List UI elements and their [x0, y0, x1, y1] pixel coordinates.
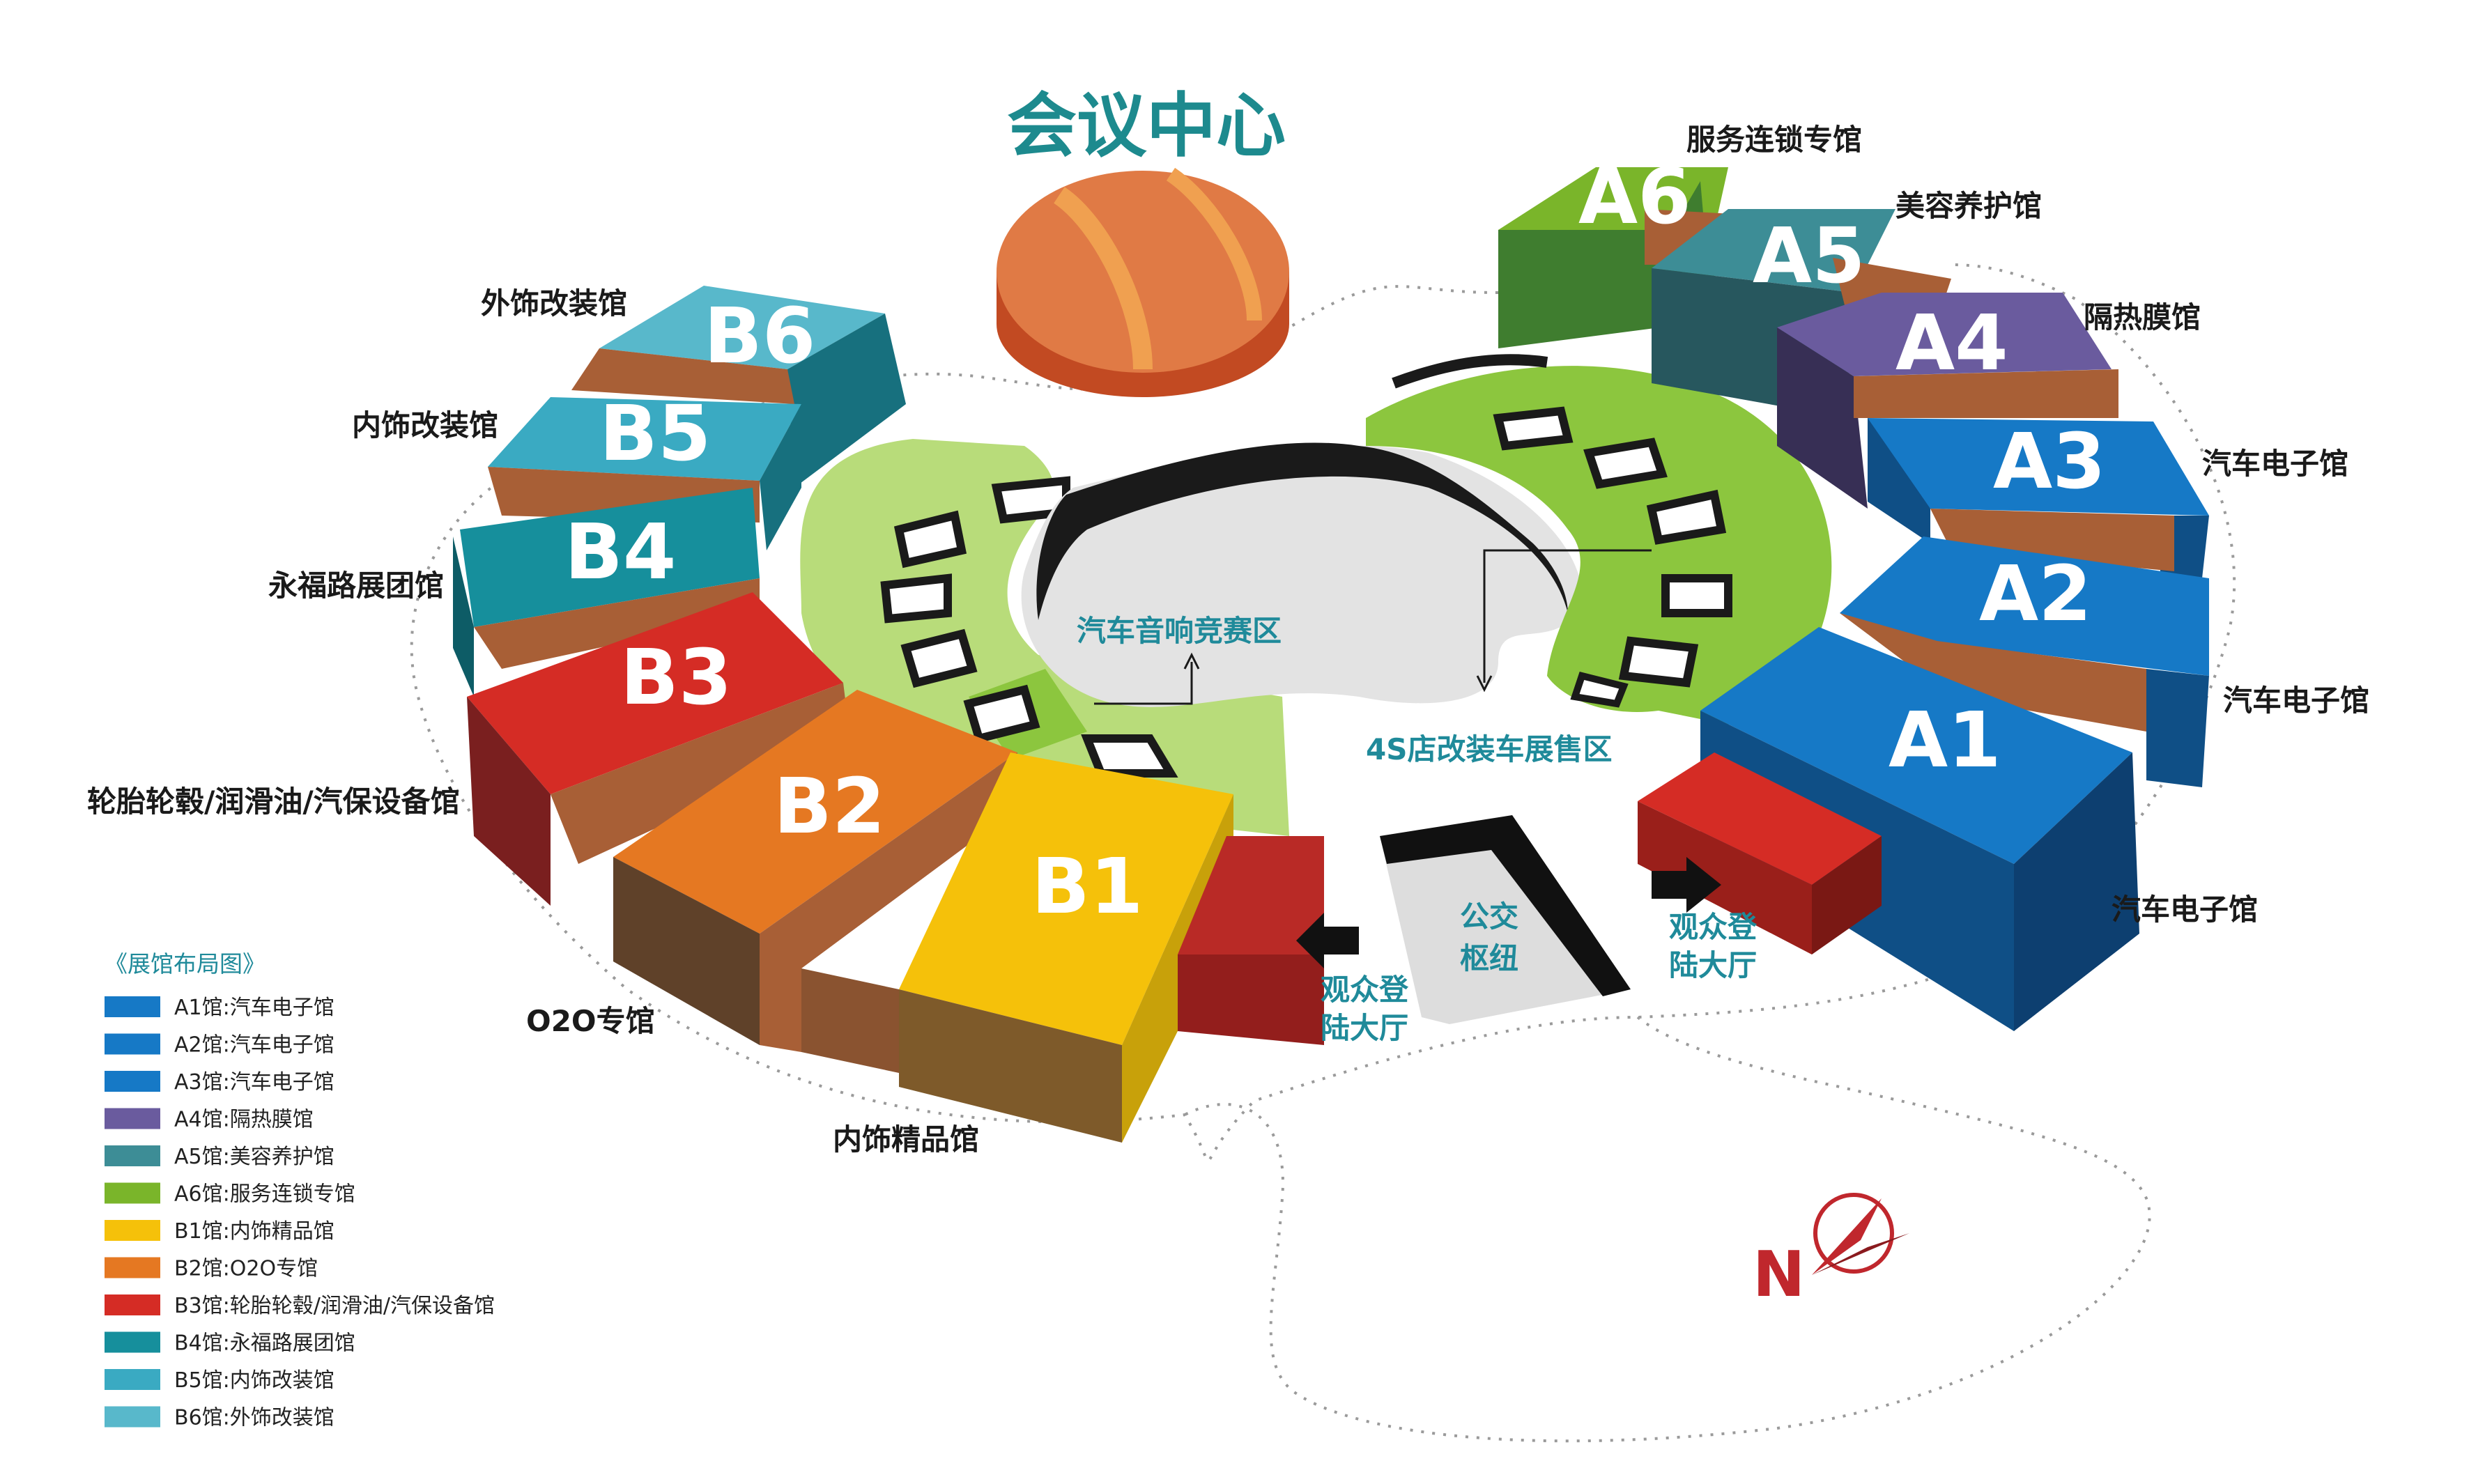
legend-swatch — [105, 1294, 160, 1315]
hall-a4-label: 隔热膜馆 — [2084, 300, 2201, 334]
hall-b6-code: B6 — [704, 291, 815, 380]
compass-letter: N — [1753, 1238, 1805, 1311]
legend-swatch — [105, 1407, 160, 1428]
hall-a1-code: A1 — [1889, 695, 2001, 784]
hall-b5-code: B5 — [599, 389, 711, 478]
hall-b1-code: B1 — [1031, 842, 1143, 931]
hall-b3-label: 轮胎轮毂/润滑油/汽保设备馆 — [87, 784, 460, 819]
hall-b6-label: 外饰改装馆 — [481, 286, 627, 320]
audio-zone-label: 汽车音响竞赛区 — [1077, 614, 1282, 648]
hall-b4-code: B4 — [564, 507, 676, 596]
bus-hub-label-1: 公交 — [1460, 899, 1518, 934]
legend-swatch — [105, 1220, 160, 1241]
legend-label: A5馆:美容养护馆 — [174, 1145, 334, 1169]
lobby-left-label-1: 观众登 — [1321, 973, 1409, 1007]
lobby-right-label-2: 陆大厅 — [1669, 948, 1757, 982]
legend-label: A6馆:服务连锁专馆 — [174, 1182, 355, 1207]
legend-label: A1馆:汽车电子馆 — [174, 996, 334, 1020]
lobby-left-label-2: 陆大厅 — [1321, 1011, 1408, 1045]
hall-b1-label: 内饰精品馆 — [833, 1122, 979, 1157]
hall-a4-code: A4 — [1895, 298, 2008, 387]
hall-a6-code: A6 — [1578, 152, 1691, 241]
hall-b3-code: B3 — [620, 633, 732, 722]
meeting-center — [997, 171, 1289, 397]
compass: N — [1753, 1195, 1909, 1311]
hall-a1-label: 汽车电子馆 — [2112, 892, 2258, 927]
legend-label: A3馆:汽车电子馆 — [174, 1070, 334, 1095]
legend-swatch — [105, 1145, 160, 1166]
lobby-right-label-1: 观众登 — [1669, 910, 1757, 944]
center-title: 会议中心 — [1007, 85, 1286, 167]
hall-a3-label: 汽车电子馆 — [2202, 447, 2348, 481]
hall-b5-label: 内饰改装馆 — [352, 408, 498, 442]
legend-items: A1馆:汽车电子馆 A2馆:汽车电子馆 A3馆:汽车电子馆 A4馆:隔热膜馆 A5馆:美… — [105, 996, 495, 1430]
legend-swatch — [105, 1332, 160, 1353]
legend-label: A4馆:隔热膜馆 — [174, 1108, 314, 1132]
hall-b4-label: 永福路展团馆 — [268, 569, 444, 603]
fours-zone-label: 4S店改装车展售区 — [1366, 732, 1612, 766]
hall-a6-label: 服务连锁专馆 — [1686, 123, 1862, 157]
hall-b2-code: B2 — [774, 762, 885, 851]
hall-b2-label: O2O专馆 — [526, 1004, 655, 1038]
legend-title: 《展馆布局图》 — [105, 950, 266, 977]
legend-label: B6馆:外饰改装馆 — [174, 1406, 334, 1430]
legend-label: B1馆:内饰精品馆 — [174, 1219, 334, 1244]
legend-swatch — [105, 1071, 160, 1092]
legend: 《展馆布局图》 A1馆:汽车电子馆 A2馆:汽车电子馆 A3馆:汽车电子馆 A4馆:隔… — [105, 950, 495, 1430]
legend-label: B3馆:轮胎轮毂/润滑油/汽保设备馆 — [174, 1294, 495, 1318]
legend-label: B5馆:内饰改装馆 — [174, 1368, 334, 1393]
legend-swatch — [105, 1108, 160, 1129]
legend-label: B4馆:永福路展团馆 — [174, 1331, 355, 1356]
hall-a2-label: 汽车电子馆 — [2223, 683, 2369, 718]
legend-swatch — [105, 1034, 160, 1055]
legend-swatch — [105, 996, 160, 1017]
hall-a3-code: A3 — [1993, 417, 2106, 506]
legend-label: A2馆:汽车电子馆 — [174, 1033, 334, 1058]
hall-a5-label: 美容养护馆 — [1895, 189, 2042, 223]
legend-label: B2馆:O2O专馆 — [174, 1257, 318, 1281]
bus-hub-label-2: 枢纽 — [1460, 941, 1518, 975]
hall-a5-code: A5 — [1753, 211, 1866, 300]
hall-a2-code: A2 — [1979, 549, 2092, 638]
legend-swatch — [105, 1369, 160, 1390]
legend-swatch — [105, 1258, 160, 1278]
audio-competition-area — [1022, 442, 1583, 706]
legend-swatch — [105, 1183, 160, 1204]
